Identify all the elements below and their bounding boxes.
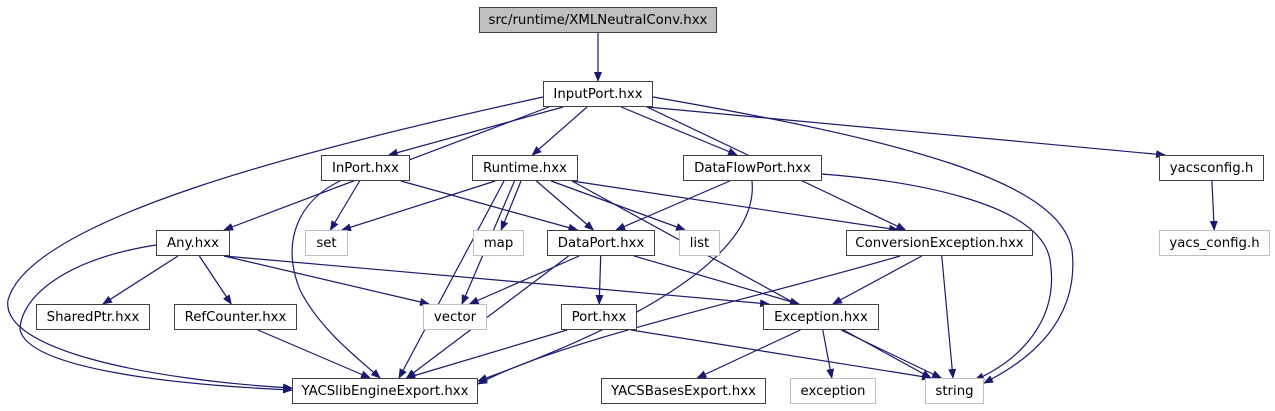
edge-port-to-string <box>630 329 932 381</box>
edge-yacsconfig-to-yacs_config <box>1209 180 1218 231</box>
edge-inputport-to-inport <box>387 106 564 157</box>
node-yacs-config: yacs_config.h <box>1159 230 1270 256</box>
node-yacsbasesexport[interactable]: YACSBasesExport.hxx <box>601 378 766 404</box>
edge-any-to-refcounter <box>198 255 232 305</box>
edge-dataflowport-to-string <box>821 173 1053 381</box>
node-any[interactable]: Any.hxx <box>156 230 230 256</box>
node-yacsconfig[interactable]: yacsconfig.h <box>1159 155 1264 181</box>
edge-dataflowport-to-dataport <box>615 180 731 231</box>
edge-inputport-to-yacslibengineexport <box>7 96 544 392</box>
node-map: map <box>473 230 524 256</box>
node-vector: vector <box>423 304 487 330</box>
edge-dataport-to-exception <box>633 255 800 306</box>
edge-exception-to-yacsbasesexport <box>696 329 801 379</box>
edge-dataport-to-port <box>595 255 604 305</box>
node-root-file: src/runtime/XMLNeutralConv.hxx <box>479 7 717 33</box>
edge-dataflowport-to-yacslibengineexport <box>477 180 753 382</box>
edge-port-to-yacslibengineexport <box>405 329 568 380</box>
node-dataport[interactable]: DataPort.hxx <box>547 230 655 256</box>
edge-inport-to-set <box>329 180 361 231</box>
edge-conversionexception-to-string <box>941 255 957 379</box>
node-conversionexception[interactable]: ConversionException.hxx <box>846 230 1033 256</box>
edge-inport-to-dataport <box>400 180 579 232</box>
edge-inport-to-yacslibengineexport <box>291 180 381 379</box>
edge-runtime-to-map <box>500 180 522 231</box>
edge-runtime-to-set <box>341 180 496 232</box>
edge-any-to-exception <box>223 255 770 308</box>
edge-dataport-to-vector <box>468 255 580 305</box>
edge-conversionexception-to-exception <box>831 255 923 305</box>
node-exception-hxx[interactable]: Exception.hxx <box>763 304 879 330</box>
edge-dataport-to-yacslibengineexport <box>405 255 569 379</box>
node-exception-std: exception <box>790 378 876 404</box>
edge-runtime-to-string <box>571 180 932 379</box>
edge-exception-to-exception <box>822 329 835 379</box>
edge-any-to-sharedptr <box>102 255 179 305</box>
node-inputport[interactable]: InputPort.hxx <box>543 81 653 107</box>
node-list: list <box>679 230 720 256</box>
edge-runtime-to-list <box>550 180 686 231</box>
node-yacslibengineexport[interactable]: YACSlibEngineExport.hxx <box>292 378 478 404</box>
edge-runtime-to-dataport <box>536 180 595 231</box>
edge-exception-to-string <box>840 329 943 379</box>
edge-any-to-vector <box>223 255 430 306</box>
node-inport[interactable]: InPort.hxx <box>321 155 410 181</box>
node-runtime[interactable]: Runtime.hxx <box>472 155 578 181</box>
edge-runtime-to-conversionexception <box>571 180 900 233</box>
edge-any-to-yacslibengineexport <box>19 244 293 394</box>
edge-inputport-to-runtime <box>531 106 588 156</box>
edge-inputport-to-yacsconfig <box>646 106 1166 159</box>
node-port[interactable]: Port.hxx <box>561 304 637 330</box>
edge-inputport-to-dataflowport <box>620 106 738 156</box>
node-set: set <box>305 230 348 256</box>
edge-conversionexception-to-yacslibengineexport <box>477 255 901 385</box>
edge-runtime-to-yacslibengineexport <box>398 180 505 379</box>
node-dataflowport[interactable]: DataFlowPort.hxx <box>683 155 822 181</box>
edge-refcounter-to-yacslibengineexport <box>257 329 371 379</box>
node-sharedptr[interactable]: SharedPtr.hxx <box>36 304 150 330</box>
node-string: string <box>925 378 984 404</box>
node-refcounter[interactable]: RefCounter.hxx <box>174 304 297 330</box>
edge-inputport-to-string <box>652 96 1074 384</box>
